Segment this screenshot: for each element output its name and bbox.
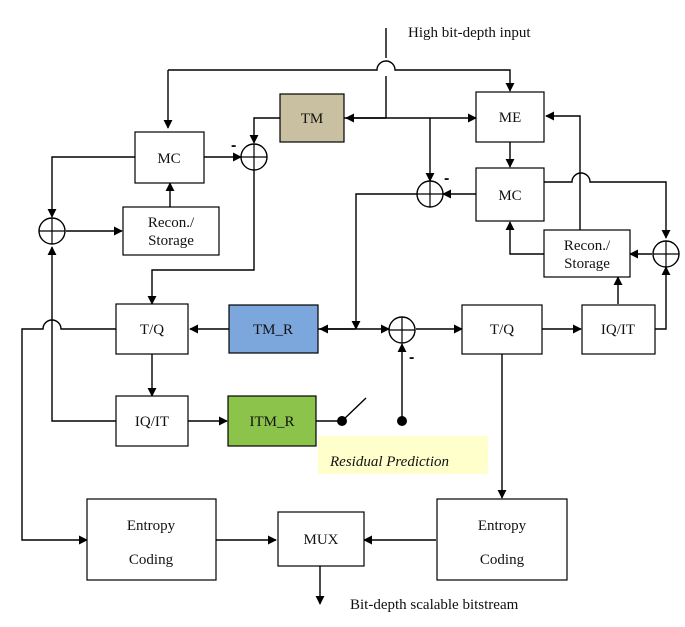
iqit-left-label: IQ/IT (135, 414, 169, 430)
recon-right-to-mc-right (505, 221, 544, 255)
sum-upper-to-center (351, 193, 417, 330)
iqit-right-to-adder-right (655, 266, 671, 330)
entropy-right-block (436, 498, 568, 581)
input-to-me (168, 60, 515, 92)
iqit-right-label: IQ/IT (601, 322, 635, 338)
mux-block (277, 511, 365, 567)
input-caption: High bit-depth input (408, 25, 531, 41)
recon-right-label-2: Storage (564, 256, 610, 272)
recon-right-to-me (545, 111, 581, 230)
entropy-right-label-1: Entropy (478, 518, 527, 534)
residual-prediction-caption: Residual Prediction (329, 454, 449, 470)
tq-left-block (115, 303, 189, 355)
residual-prediction-highlight (318, 436, 488, 474)
mc-left-to-adder-left (47, 156, 135, 218)
mc-left-block (134, 131, 205, 184)
tm-label: TM (301, 111, 324, 127)
entropy-right-label-2: Coding (480, 552, 525, 568)
sum-left-minus: - (231, 137, 236, 154)
mc-right-label: MC (498, 188, 521, 204)
iqit-right-block (581, 304, 656, 355)
adder-left (38, 217, 66, 245)
sum-left-to-tq-left (147, 170, 255, 305)
entropy-left-block (86, 498, 217, 581)
adder-right (652, 240, 680, 268)
recon-right-label-1: Recon./ (564, 238, 611, 254)
tq-left-label: T/Q (140, 322, 164, 338)
residual-switch-arm (341, 397, 367, 422)
tq-left-to-entropy-left (21, 319, 116, 545)
recon-left-label-2: Storage (148, 233, 194, 249)
recon-left-block (122, 206, 220, 256)
tm-r-label: TM_R (253, 322, 293, 338)
sum-center-minus: - (409, 349, 414, 366)
itm-r-block (227, 395, 317, 447)
itm-r-label: ITM_R (250, 414, 295, 430)
tm-r-block (228, 304, 319, 354)
entropy-left-label-1: Entropy (127, 518, 176, 534)
tq-right-label: T/Q (490, 322, 514, 338)
tq-right-block (461, 304, 543, 355)
sum-center (388, 316, 416, 344)
entropy-left-label-2: Coding (129, 552, 174, 568)
mc-right-block (475, 167, 545, 222)
iqit-left-block (115, 395, 189, 447)
iqit-left-to-adder-left (47, 246, 116, 422)
sum-upper (416, 180, 444, 208)
output-caption: Bit-depth scalable bitstream (350, 597, 519, 613)
sum-upper-minus: - (444, 170, 449, 187)
me-block (475, 91, 545, 143)
me-label: ME (499, 110, 522, 126)
mux-label: MUX (303, 532, 338, 548)
connections (21, 28, 671, 605)
recon-right-block (543, 229, 631, 278)
recon-left-label-1: Recon./ (148, 215, 195, 231)
tm-to-sum-left (249, 117, 280, 144)
tm-block (279, 93, 345, 143)
sum-left (240, 143, 268, 171)
mc-left-label: MC (157, 151, 180, 167)
mc-right-to-adder-right (544, 172, 671, 239)
